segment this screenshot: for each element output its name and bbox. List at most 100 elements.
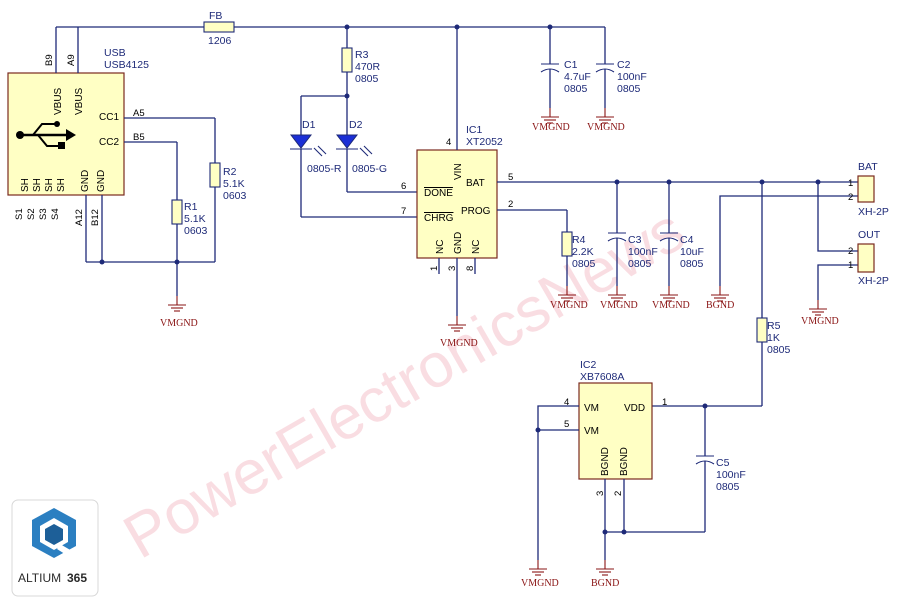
svg-text:5.1K: 5.1K	[223, 178, 245, 190]
svg-text:C3: C3	[628, 234, 642, 246]
svg-text:VM: VM	[584, 403, 599, 414]
svg-text:VMGND: VMGND	[600, 300, 638, 311]
svg-text:BGND: BGND	[706, 300, 734, 311]
svg-text:0805: 0805	[680, 258, 704, 270]
svg-text:5: 5	[564, 419, 569, 430]
svg-text:VMGND: VMGND	[521, 578, 559, 589]
svg-text:0805: 0805	[628, 258, 652, 270]
svg-text:S3: S3	[38, 208, 49, 220]
svg-text:2.2K: 2.2K	[572, 246, 594, 258]
svg-text:BGND: BGND	[591, 578, 619, 589]
ground-vmgnd-ic1: VMGND	[440, 315, 478, 349]
resistor-r3: R3 470R 0805	[341, 27, 381, 135]
ground-bgnd-ic2: BGND	[591, 559, 619, 589]
capacitor-c1: C1 4.7uF 0805 VMGND	[532, 27, 591, 133]
svg-text:VMGND: VMGND	[587, 122, 625, 133]
ic2-xb7608a: IC2 XB7608A VM VM VDD BGND BGND 4 5 1 3 …	[564, 359, 667, 560]
svg-text:VMGND: VMGND	[550, 300, 588, 311]
svg-text:D1: D1	[302, 119, 316, 131]
svg-text:VM: VM	[584, 426, 599, 437]
svg-text:R1: R1	[184, 201, 198, 213]
ground-vmgnd-out: VMGND	[801, 299, 839, 327]
svg-text:VMGND: VMGND	[532, 122, 570, 133]
svg-text:B9: B9	[44, 54, 55, 66]
svg-text:1K: 1K	[767, 332, 780, 344]
svg-text:2: 2	[613, 491, 624, 496]
usb-connector: USB USB4125 VBUS VBUS CC1 CC2 SH SH SH S…	[7, 27, 215, 262]
svg-text:ALTIUM: ALTIUM	[18, 571, 61, 585]
svg-text:R2: R2	[223, 166, 237, 178]
svg-text:4: 4	[564, 397, 569, 408]
svg-text:OUT: OUT	[858, 229, 881, 241]
capacitor-c2: C2 100nF 0805 VMGND	[587, 27, 647, 133]
svg-text:R3: R3	[355, 49, 369, 61]
svg-text:BAT: BAT	[466, 178, 485, 189]
svg-text:VMGND: VMGND	[440, 338, 478, 349]
svg-text:PROG: PROG	[461, 206, 491, 217]
resistor-r2: R2 5.1K 0603	[209, 118, 247, 262]
resistor-r5: R5 1K 0805	[756, 182, 791, 406]
ic1-xt2052: IC1 XT2052 VIN BAT PROG DONE CHRG NC GND…	[401, 27, 513, 316]
svg-text:IC2: IC2	[580, 359, 597, 371]
svg-text:0603: 0603	[223, 190, 247, 202]
svg-text:GND: GND	[453, 232, 464, 254]
svg-text:100nF: 100nF	[617, 71, 647, 83]
svg-text:SH: SH	[32, 178, 43, 192]
svg-text:10uF: 10uF	[680, 246, 704, 258]
svg-text:SH: SH	[20, 178, 31, 192]
svg-text:8: 8	[465, 266, 476, 271]
svg-text:SH: SH	[56, 178, 67, 192]
ground-vmgnd-usb: VMGND	[160, 295, 198, 329]
svg-text:0805-R: 0805-R	[307, 163, 342, 175]
svg-text:2: 2	[848, 246, 853, 257]
svg-text:VIN: VIN	[453, 163, 464, 180]
svg-text:C4: C4	[680, 234, 694, 246]
svg-text:C5: C5	[716, 457, 730, 469]
led-d1: D1 0805-R	[289, 96, 342, 217]
svg-text:CHRG: CHRG	[424, 213, 454, 224]
svg-text:0805: 0805	[767, 344, 791, 356]
svg-text:1206: 1206	[208, 35, 232, 47]
svg-text:XT2052: XT2052	[466, 136, 503, 148]
svg-text:R4: R4	[572, 234, 586, 246]
ground-bgnd-bat: BGND	[706, 285, 734, 311]
svg-text:VBUS: VBUS	[53, 87, 64, 115]
svg-text:7: 7	[401, 206, 406, 217]
svg-text:3: 3	[447, 266, 458, 271]
svg-text:1: 1	[429, 266, 440, 271]
svg-text:IC1: IC1	[466, 124, 483, 136]
svg-text:VBUS: VBUS	[74, 87, 85, 115]
svg-text:XB7608A: XB7608A	[580, 371, 624, 383]
svg-text:S4: S4	[50, 208, 61, 220]
svg-text:B5: B5	[133, 132, 145, 143]
svg-text:BGND: BGND	[619, 447, 630, 476]
resistor-r4: R4 2.2K 0805 VMGND	[550, 210, 596, 311]
svg-text:4: 4	[446, 137, 451, 148]
svg-text:0805: 0805	[617, 83, 641, 95]
svg-text:2: 2	[848, 192, 853, 203]
svg-text:A5: A5	[133, 108, 145, 119]
svg-text:SH: SH	[44, 178, 55, 192]
svg-text:VDD: VDD	[624, 403, 645, 414]
svg-text:DONE: DONE	[424, 188, 453, 199]
svg-text:GND: GND	[96, 170, 107, 192]
svg-text:2: 2	[508, 199, 513, 210]
svg-text:VMGND: VMGND	[801, 316, 839, 327]
svg-text:A12: A12	[74, 209, 85, 226]
svg-text:VMGND: VMGND	[652, 300, 690, 311]
svg-text:S1: S1	[14, 208, 25, 220]
svg-text:R5: R5	[767, 320, 781, 332]
usb-ref: USB	[104, 47, 126, 59]
usb-symbol-icon	[16, 121, 76, 149]
resistor-r1: R1 5.1K 0603	[171, 142, 208, 296]
svg-text:XH-2P: XH-2P	[858, 206, 889, 218]
svg-text:100nF: 100nF	[628, 246, 658, 258]
svg-text:5: 5	[508, 172, 513, 183]
svg-text:100nF: 100nF	[716, 469, 746, 481]
svg-text:5.1K: 5.1K	[184, 213, 206, 225]
svg-text:C2: C2	[617, 59, 631, 71]
svg-text:1: 1	[848, 178, 853, 189]
svg-text:C1: C1	[564, 59, 578, 71]
svg-text:GND: GND	[80, 170, 91, 192]
capacitor-c5: C5 100nF 0805	[695, 406, 746, 532]
